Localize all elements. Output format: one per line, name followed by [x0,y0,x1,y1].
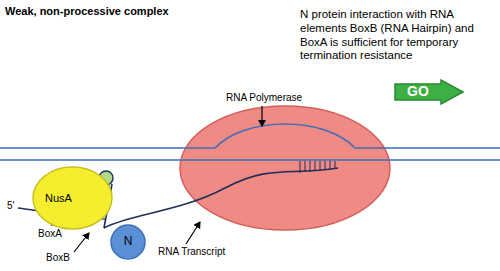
end-label: 5' [7,200,14,212]
note-text: N protein interaction with RNA elements … [300,8,495,63]
go-arrow-outline [395,80,463,104]
element-label: BoxA [38,228,62,240]
rna-dna-hybrid [300,161,335,173]
n-protein-text: N [124,235,133,248]
part-label: RNA Transcript [158,246,225,258]
element-label: BoxB [46,252,70,264]
nusa-protein-text: NusA [45,192,72,204]
leader-arrow [74,233,89,252]
leader-arrow [261,106,262,126]
dna-strand [0,124,500,148]
go-arrow: GO [395,80,463,104]
n-protein: N [110,224,146,260]
nusa-protein-outline [32,166,113,230]
go-arrow-text: GO [407,84,429,99]
dna-strand [0,159,500,161]
part-label: RNA Polymerase [226,92,302,104]
leader-arrow [186,222,200,244]
diagram-title: Weak, non-processive complex [5,5,169,18]
nusa-protein: NusA [32,166,113,230]
rna-transcript [104,168,338,228]
